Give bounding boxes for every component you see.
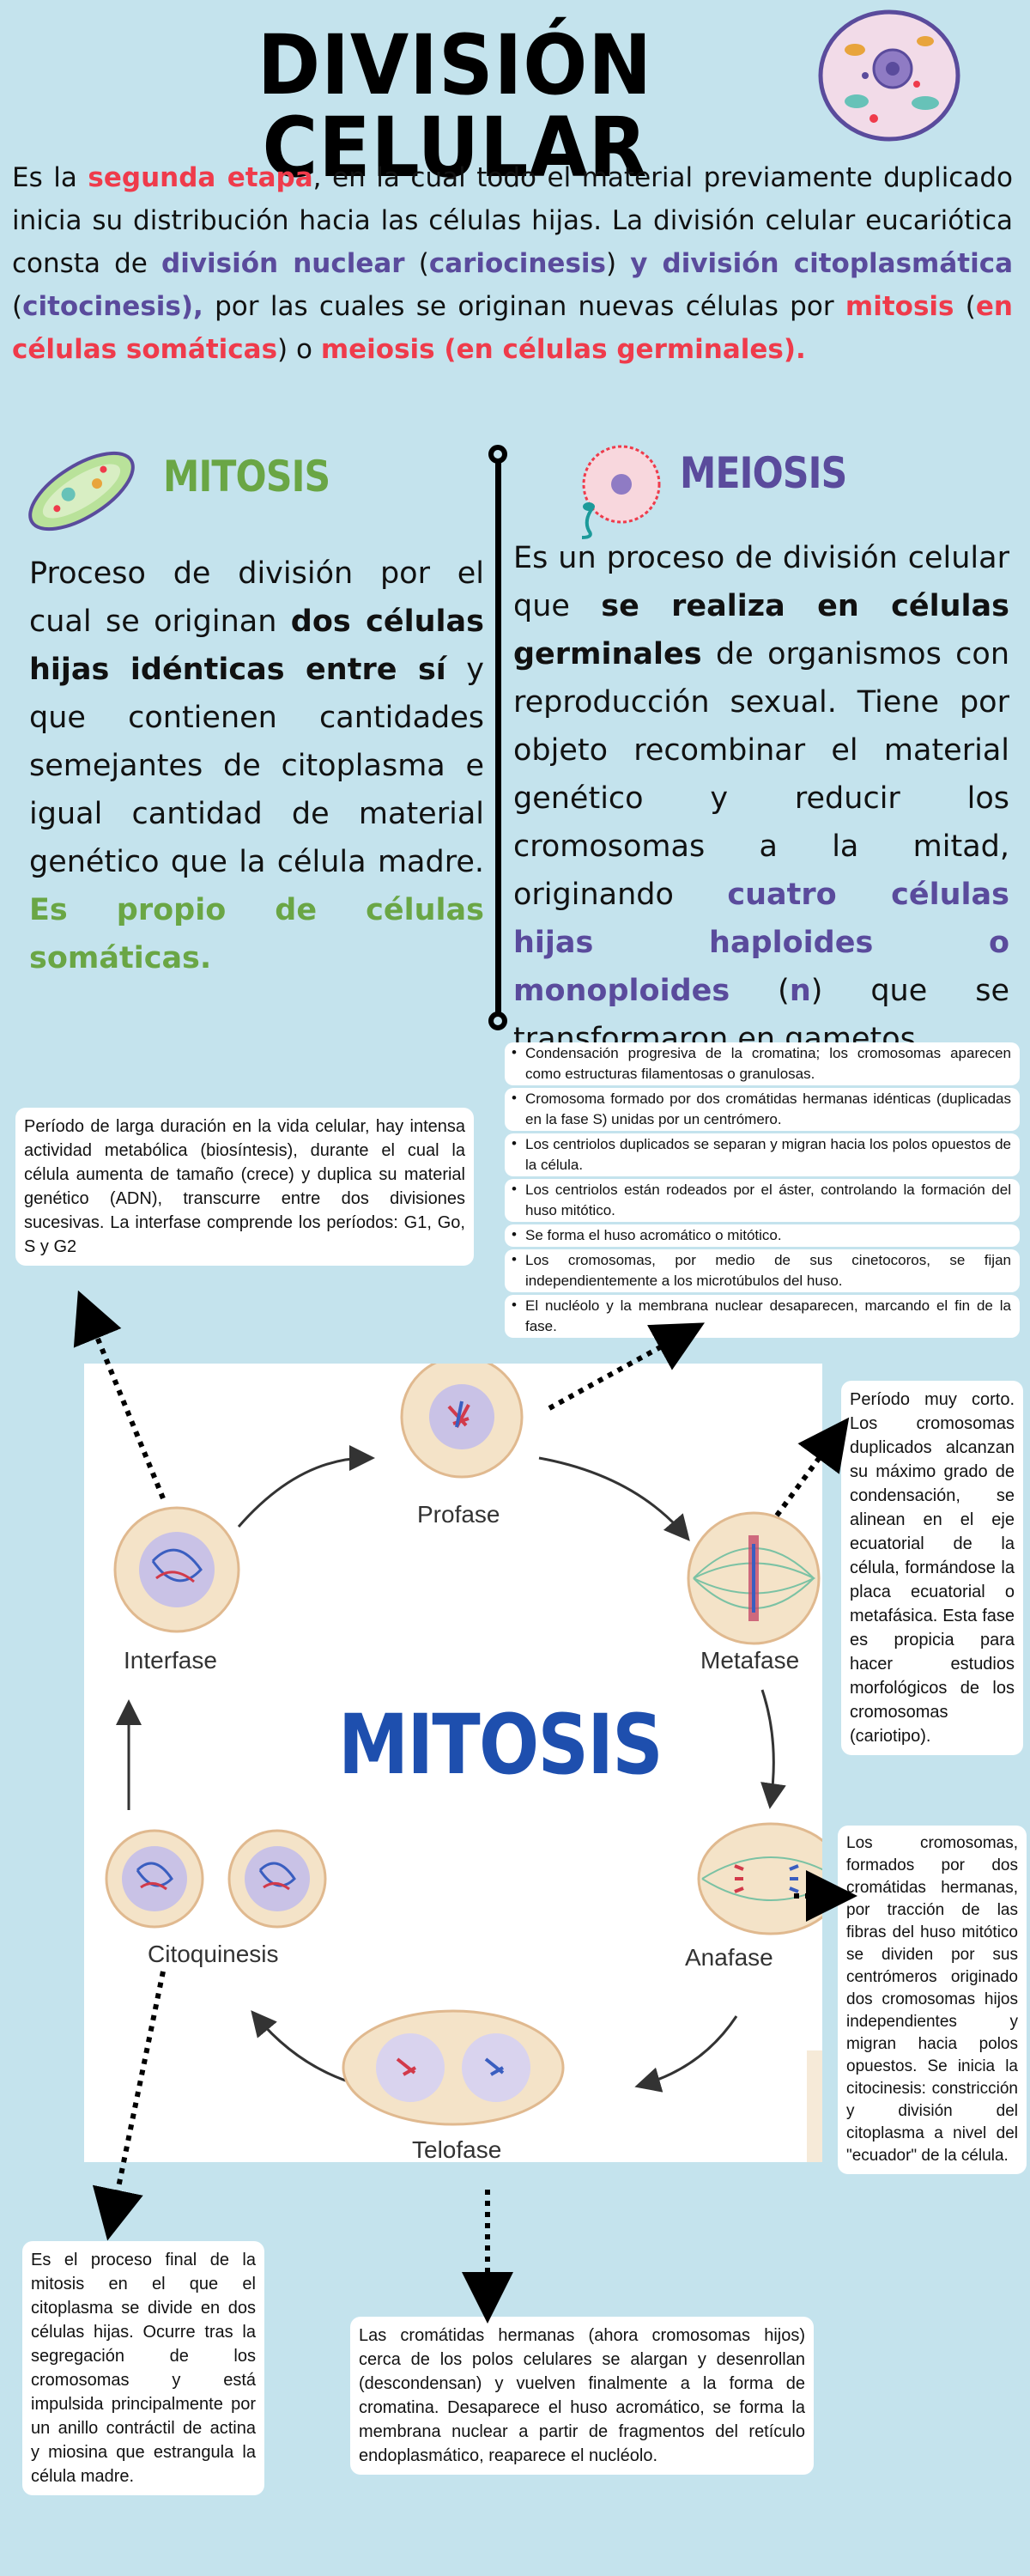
citoquinesis-cells-icon	[105, 1829, 327, 1929]
list-item: El nucléolo y la membrana nuclear desapa…	[505, 1295, 1020, 1338]
list-item: Los cromosomas, por medio de sus cinetoc…	[505, 1249, 1020, 1292]
celulas-germinales-highlight: en células germinales	[456, 334, 784, 365]
intro-text: ).	[783, 334, 806, 365]
mitosis-text: y que contienen cantidades semejantes de…	[29, 653, 484, 879]
diagram-title: MITOSIS	[338, 1697, 663, 1793]
segunda-etapa-highlight: segunda etapa	[88, 162, 313, 193]
mitosis-bold: dos células hijas idénticas entre sí	[29, 605, 484, 687]
meiosis-n: n	[789, 974, 811, 1008]
animal-cell-icon	[818, 9, 960, 142]
intro-text: (	[954, 291, 976, 322]
mitosis-text: Proceso de división por el cual se origi…	[29, 556, 484, 639]
telofase-cell-icon	[342, 2009, 565, 2126]
meiosis-bold: se realiza en células germinales	[513, 589, 1009, 671]
intro-text: (	[434, 334, 457, 365]
celulas-somaticas-highlight: en células somáticas	[12, 291, 1014, 365]
mitosis-heading: MITOSIS	[163, 452, 330, 501]
meiosis-text: Es un proceso de división celular que	[513, 541, 1009, 623]
interfase-label: Interfase	[124, 1647, 217, 1674]
profase-list: Condensación progresiva de la cromatina;…	[505, 1042, 1020, 1340]
mitosis-green: Es propio de células somáticas.	[29, 893, 484, 975]
intro-text: )	[605, 248, 631, 279]
paramecium-icon	[28, 451, 135, 532]
intro-text: (	[12, 291, 23, 322]
meiosis-purple: cuatro células hijas haploides o monoplo…	[513, 878, 1009, 1008]
metafase-cell-icon	[687, 1511, 821, 1645]
anafase-box: Los cromosomas, formados por dos cromáti…	[838, 1826, 1027, 2174]
citocinesis-highlight: citocinesis	[22, 291, 181, 322]
division-nuclear-highlight: división nuclear	[161, 248, 405, 279]
division-citoplasmatica-highlight: y división citoplasmática	[630, 248, 1013, 279]
citoquinesis-label: Citoquinesis	[148, 1941, 279, 1967]
meiosis-heading: MEIOSIS	[680, 448, 847, 498]
mitosis-description: Proceso de división por el cual se origi…	[29, 550, 484, 982]
citoquinesis-box: Es el proceso final de la mitosis en el …	[22, 2241, 264, 2495]
interfase-cell-icon	[113, 1506, 240, 1633]
intro-text: , en la cual todo el material previament…	[12, 162, 1013, 279]
cariocinesis-highlight: cariocinesis	[428, 248, 606, 279]
meiosis-description: Es un proceso de división celular que se…	[513, 534, 1009, 1063]
metafase-box: Período muy corto. Los cromosomas duplic…	[841, 1381, 1023, 1755]
profase-cell-icon	[400, 1355, 524, 1479]
list-item: Cromosoma formado por dos cromátidas her…	[505, 1088, 1020, 1131]
telofase-box: Las cromátidas hermanas (ahora cromosoma…	[350, 2317, 814, 2475]
anafase-cell-icon	[697, 1822, 845, 1935]
list-item: Los centriolos duplicados se separan y m…	[505, 1133, 1020, 1176]
anafase-label: Anafase	[685, 1944, 773, 1971]
meiosis-text: de organismos con reproducción sexual. T…	[513, 637, 1009, 912]
meiosis-text: (	[730, 974, 790, 1008]
metafase-label: Metafase	[700, 1647, 800, 1674]
intro-paragraph: Es la segunda etapa, en la cual todo el …	[12, 156, 1013, 371]
intro-text: por las cuales se originan nuevas célula…	[203, 291, 845, 322]
telofase-label: Telofase	[412, 2136, 502, 2163]
page-title: DIVISIÓN CELULAR	[257, 17, 653, 196]
divider-dot-top	[488, 445, 507, 464]
interfase-box: Período de larga duración en la vida cel…	[15, 1108, 474, 1266]
intro-text: ),	[180, 291, 203, 322]
divider-dot-bottom	[488, 1012, 507, 1030]
section-divider	[495, 452, 501, 1025]
meiosis-highlight: meiosis	[320, 334, 435, 365]
list-item: Los centriolos están rodeados por el ást…	[505, 1179, 1020, 1222]
profase-label: Profase	[417, 1501, 500, 1528]
mitosis-diagram: Profase Metafase Anafase Telofase Citoqu…	[84, 1355, 845, 2163]
list-item: Condensación progresiva de la cromatina;…	[505, 1042, 1020, 1085]
intro-text: ) o	[277, 334, 321, 365]
mitosis-cycle-figure	[105, 1355, 845, 2162]
egg-cell-icon	[581, 445, 661, 539]
list-item: Se forma el huso acromático o mitótico.	[505, 1224, 1020, 1247]
mitosis-highlight: mitosis	[845, 291, 954, 322]
intro-text: (	[404, 248, 429, 279]
intro-text: Es la	[12, 162, 88, 193]
